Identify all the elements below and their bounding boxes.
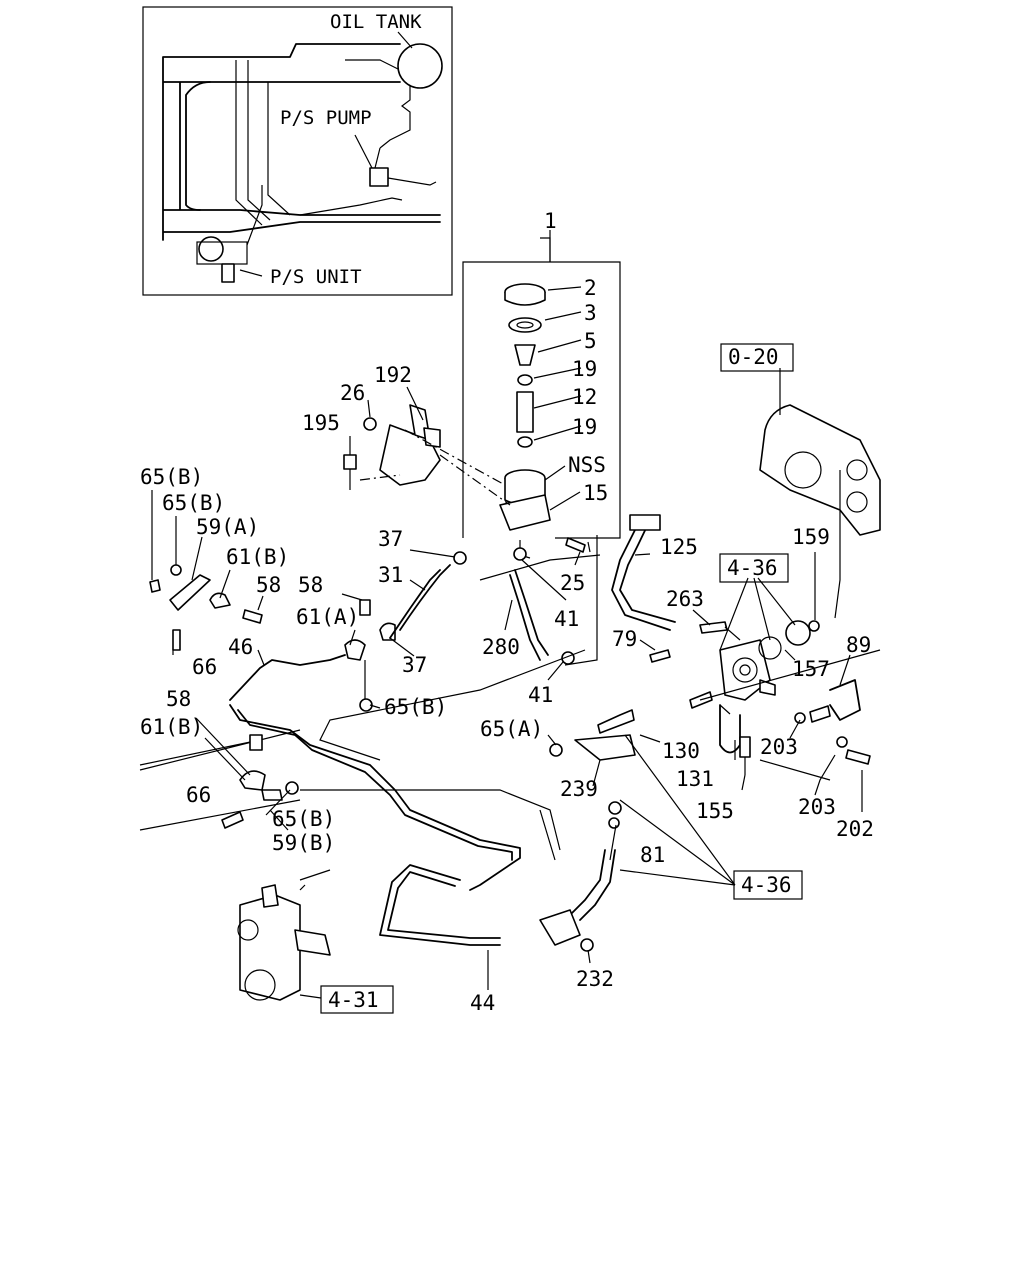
- part-label: 5: [584, 329, 597, 353]
- part-label: 66: [192, 655, 217, 679]
- part-label: 2: [584, 276, 597, 300]
- part-labels: 1 2 3 5 19 12 19 NSS 15 192 26 195 65(B)…: [140, 209, 874, 1015]
- part-label: 65(B): [140, 465, 203, 489]
- oil-tank-icon: [397, 43, 443, 89]
- part-label: 58: [256, 573, 281, 597]
- part-label: 61(B): [226, 545, 289, 569]
- part-label: 46: [228, 635, 253, 659]
- ref-box-4-31: [320, 985, 394, 1014]
- left-clamps: [149, 564, 396, 712]
- part-label: 203: [760, 735, 798, 759]
- ps-pump-icon: [369, 167, 389, 187]
- ps-unit-icon: [198, 236, 224, 262]
- part-label: 37: [402, 653, 427, 677]
- part-label: 3: [584, 301, 597, 325]
- part-label: 125: [660, 535, 698, 559]
- tubes-bottom: [139, 554, 881, 1001]
- part-label: 239: [560, 777, 598, 801]
- part-label: 202: [836, 817, 874, 841]
- reservoir-assembly: [462, 237, 621, 561]
- part-label: 131: [676, 767, 714, 791]
- inset-label-ps-unit: P/S UNIT: [270, 266, 362, 288]
- part-label: 61(A): [296, 605, 359, 629]
- part-label: 44: [470, 991, 495, 1015]
- part-label: 59(A): [196, 515, 259, 539]
- part-label: NSS: [568, 453, 606, 477]
- part-label: 192: [374, 363, 412, 387]
- part-label: 203: [798, 795, 836, 819]
- part-label: 65(B): [162, 491, 225, 515]
- part-label: 157: [792, 657, 830, 681]
- part-label: 41: [528, 683, 553, 707]
- part-label: 41: [554, 607, 579, 631]
- part-label: 59(B): [272, 831, 335, 855]
- part-label: 66: [186, 783, 211, 807]
- part-label: 79: [612, 627, 637, 651]
- part-label: 25: [560, 571, 585, 595]
- part-label: 58: [166, 687, 191, 711]
- inset-label-oil-tank: OIL TANK: [330, 11, 422, 33]
- leader-lines: [151, 230, 863, 990]
- ref-box-label: 4-31: [328, 988, 379, 1012]
- part-label: 31: [378, 563, 403, 587]
- support-bracket: [343, 404, 511, 506]
- ref-box-4-36: [733, 870, 803, 900]
- ref-box-label: 0-20: [728, 345, 779, 369]
- part-label: 195: [302, 411, 340, 435]
- part-label: 15: [583, 481, 608, 505]
- inset-overview: OIL TANK P/S PUMP P/S UNIT: [142, 6, 453, 296]
- part-label: 232: [576, 967, 614, 991]
- part-label: 19: [572, 415, 597, 439]
- part-label: 155: [696, 799, 734, 823]
- part-label: 130: [662, 739, 700, 763]
- part-label: 159: [792, 525, 830, 549]
- inset-frame: [142, 6, 453, 296]
- part-label: 1: [544, 209, 557, 233]
- ref-box-4-36: [719, 553, 789, 583]
- part-label: 81: [640, 843, 665, 867]
- reference-boxes: 0-20 4-36 4-36 4-31: [299, 343, 803, 1014]
- pump-area: [649, 404, 881, 775]
- part-label: 280: [482, 635, 520, 659]
- ref-box-label: 4-36: [741, 873, 792, 897]
- part-label: 58: [298, 573, 323, 597]
- hoses: [389, 514, 741, 754]
- part-label: 65(B): [272, 807, 335, 831]
- part-label: 26: [340, 381, 365, 405]
- part-label: 37: [378, 527, 403, 551]
- part-label: 65(B): [384, 695, 447, 719]
- ref-box-label: 4-36: [727, 556, 778, 580]
- part-label: 65(A): [480, 717, 543, 741]
- part-label: 19: [572, 357, 597, 381]
- part-label: 263: [666, 587, 704, 611]
- part-label: 12: [572, 385, 597, 409]
- part-label: 61(B): [140, 715, 203, 739]
- ref-box-0-20: [720, 343, 794, 372]
- part-label: 89: [846, 633, 871, 657]
- inset-label-ps-pump: P/S PUMP: [280, 107, 372, 129]
